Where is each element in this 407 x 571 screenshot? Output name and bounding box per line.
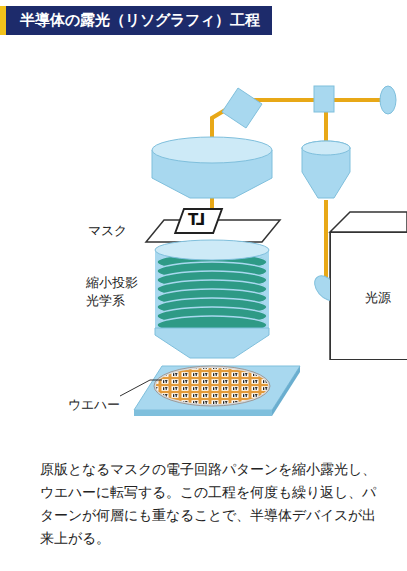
part-label: ウエハー: [68, 396, 120, 414]
part-label: マスク: [88, 222, 127, 240]
mask-pattern: LT: [188, 211, 205, 229]
part-label: 縮小投影 光学系: [86, 274, 142, 309]
light-source-box: 光源: [330, 232, 407, 360]
title: 半導体の露光（リソグラフィ）工程: [0, 6, 272, 35]
node-label: 光源: [365, 289, 391, 307]
caption: 原版となるマスクの電子回路パターンを縮小露光し、ウエハーに転写する。この工程を何…: [40, 458, 380, 550]
